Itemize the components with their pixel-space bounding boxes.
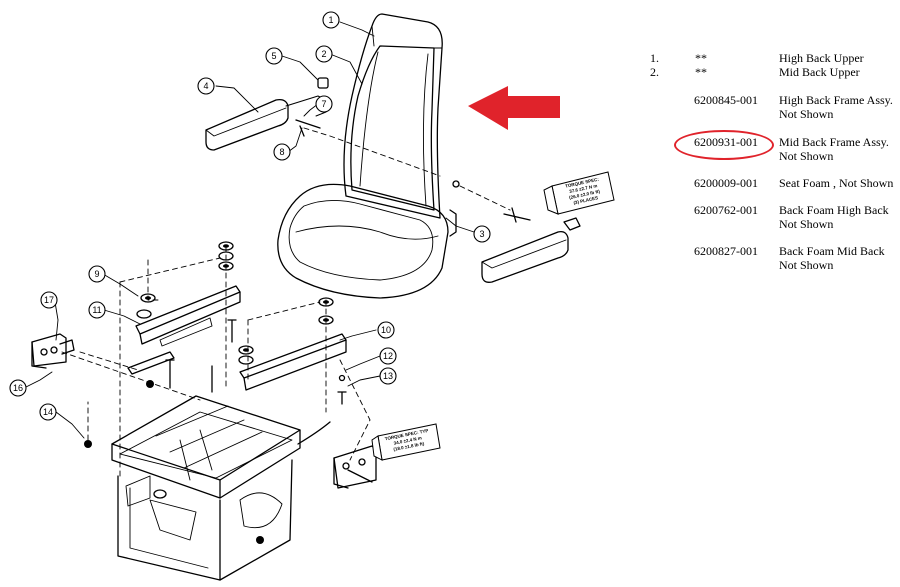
leader-lines bbox=[23, 21, 475, 439]
callout-2: 2 bbox=[321, 49, 326, 59]
callout-10: 10 bbox=[381, 325, 391, 335]
part-description: High Back Upper bbox=[779, 51, 864, 65]
part-number: ** bbox=[695, 65, 707, 79]
torque-right-line4: (3) PLACES bbox=[573, 195, 599, 205]
red-pointer-arrow bbox=[468, 86, 560, 130]
item-number: 2. bbox=[650, 65, 659, 79]
part-number: 6200845-001 bbox=[694, 93, 758, 107]
exploded-seat-drawing: 1 2 4 5 7 8 3 9 11 10 12 13 14 16 17 TOR… bbox=[9, 11, 615, 581]
callout-13: 13 bbox=[383, 371, 393, 381]
part-description: Seat Foam , Not Shown bbox=[779, 176, 894, 190]
seat-cushion bbox=[277, 180, 460, 299]
callout-1: 1 bbox=[328, 15, 333, 25]
callout-12: 12 bbox=[383, 351, 393, 361]
torque-tag-right: TORQUE SPEC: 37.6 ±2.7 N m (26.0 ±2.0 lb… bbox=[543, 171, 615, 215]
callout-16: 16 bbox=[13, 383, 23, 393]
right-armrest bbox=[481, 207, 581, 283]
part-number: 6200009-001 bbox=[694, 176, 758, 190]
right-slide-rail bbox=[239, 333, 347, 391]
part-description: Back Foam Mid Back Not Shown bbox=[779, 244, 885, 272]
torque-bottom-line3: (18.0 ±1.8 lb ft) bbox=[393, 441, 425, 452]
item-number: 1. bbox=[650, 51, 659, 65]
part-description: Mid Back Frame Assy. Not Shown bbox=[779, 135, 889, 163]
assembly-centerlines bbox=[61, 127, 511, 481]
torque-right-line2: 37.6 ±2.7 N m bbox=[569, 183, 598, 194]
suspension-base bbox=[111, 395, 331, 581]
left-mounting-bracket bbox=[31, 333, 75, 369]
bolts bbox=[165, 319, 347, 405]
callout-3: 3 bbox=[479, 229, 484, 239]
left-slide-rail bbox=[127, 285, 241, 375]
washer-centers bbox=[84, 244, 329, 544]
washer-stack bbox=[136, 241, 334, 365]
callout-8: 8 bbox=[279, 147, 284, 157]
part-number: 6200827-001 bbox=[694, 244, 758, 258]
left-armrest bbox=[205, 77, 329, 151]
part-description: High Back Frame Assy. Not Shown bbox=[779, 93, 893, 121]
callout-11: 11 bbox=[92, 305, 101, 315]
callout-7: 7 bbox=[321, 99, 326, 109]
seat-backrest bbox=[343, 13, 443, 219]
callout-circles bbox=[9, 11, 491, 421]
callout-14: 14 bbox=[43, 407, 53, 417]
part-description: Mid Back Upper bbox=[779, 65, 860, 79]
right-lower-bracket bbox=[333, 445, 377, 489]
part-description: Back Foam High Back Not Shown bbox=[779, 203, 889, 231]
callout-17: 17 bbox=[44, 295, 54, 305]
part-number: ** bbox=[695, 51, 707, 65]
torque-bottom-line2: 34.0 ±2.4 N m bbox=[393, 435, 422, 445]
callout-4: 4 bbox=[203, 81, 208, 91]
callout-5: 5 bbox=[271, 51, 276, 61]
callout-numbers: 1 2 4 5 7 8 3 9 11 10 12 13 14 16 17 bbox=[13, 15, 485, 417]
callout-9: 9 bbox=[94, 269, 99, 279]
part-number: 6200762-001 bbox=[694, 203, 758, 217]
torque-tag-bottom: TORQUE SPEC: TYP 34.0 ±2.4 N m (18.0 ±1.… bbox=[371, 423, 441, 461]
torque-right-line3: (26.0 ±2.0 lb ft) bbox=[569, 189, 601, 200]
red-highlight-ellipse bbox=[674, 130, 774, 160]
